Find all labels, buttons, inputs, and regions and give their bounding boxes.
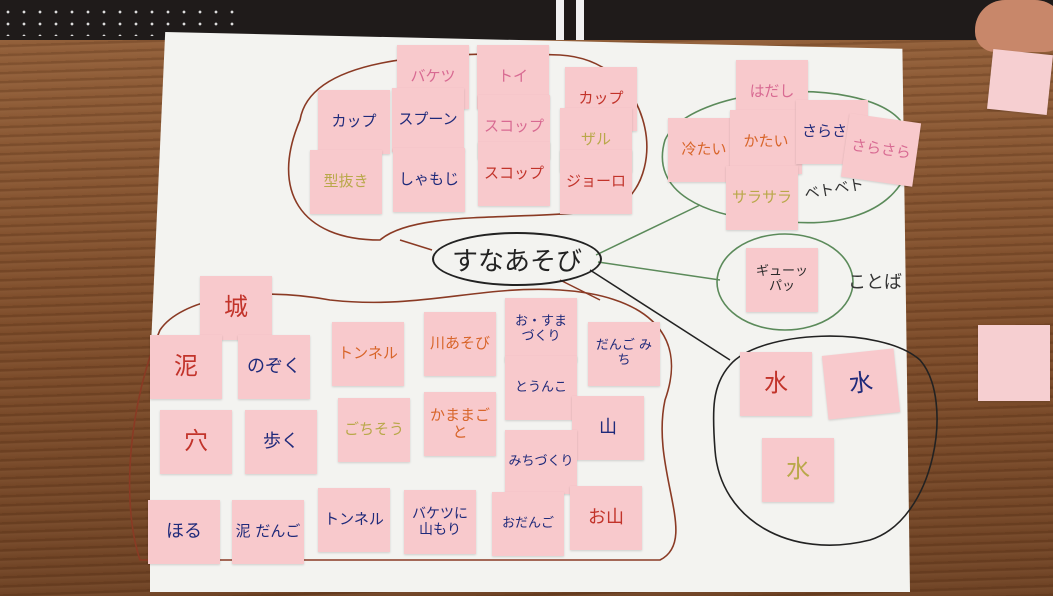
stripe-pattern	[576, 0, 584, 40]
play-note: トンネル	[332, 322, 404, 386]
word-note: ギューッ パッ	[746, 248, 818, 312]
tool-note: ジョーロ	[560, 150, 632, 214]
link-line	[597, 261, 721, 281]
play-note: お山	[570, 486, 642, 550]
play-note: 城	[200, 276, 272, 340]
side-label: ことば	[848, 272, 902, 293]
play-note: ほる	[148, 500, 220, 564]
tool-note: カップ	[318, 90, 390, 154]
play-note: お・すま づくり	[505, 298, 577, 362]
link-line	[589, 269, 731, 361]
link-line	[399, 239, 433, 251]
play-note: 山	[572, 396, 644, 460]
play-note: みちづくり	[505, 430, 577, 494]
play-note: ごちそう	[338, 398, 410, 462]
play-note: 川あそび	[424, 312, 496, 376]
center-topic: すなあそび	[432, 232, 602, 286]
tool-note: スプーン	[392, 88, 464, 152]
stripe-pattern	[556, 0, 564, 40]
tool-note: しゃもじ	[393, 148, 465, 212]
play-note: トンネル	[318, 488, 390, 552]
person-hand	[975, 0, 1053, 52]
play-note: のぞく	[238, 335, 310, 399]
polka-dot-fabric	[0, 6, 240, 36]
water-outline	[712, 335, 938, 546]
loose-sticky-note	[978, 325, 1050, 401]
water-note: 水	[762, 438, 834, 502]
play-note: 歩く	[245, 410, 317, 474]
feel-note: サラサラ	[726, 166, 798, 230]
tool-note: スコップ	[478, 142, 550, 206]
play-note: かままごと	[424, 392, 496, 456]
feel-note: かたい	[730, 110, 802, 174]
play-note: 泥 だんご	[232, 500, 304, 564]
play-note: とうんこ	[505, 356, 577, 420]
play-note: だんご みち	[588, 322, 660, 386]
link-line	[559, 279, 601, 301]
words-outline	[716, 233, 854, 331]
play-note: 穴	[160, 410, 232, 474]
tool-note: 型抜き	[310, 150, 382, 214]
play-note: おだんご	[492, 492, 564, 556]
play-note: バケツに 山もり	[404, 490, 476, 554]
water-note: 水	[740, 352, 812, 416]
play-note: 泥	[150, 335, 222, 399]
link-line	[595, 204, 701, 256]
water-note: 水	[821, 348, 901, 420]
